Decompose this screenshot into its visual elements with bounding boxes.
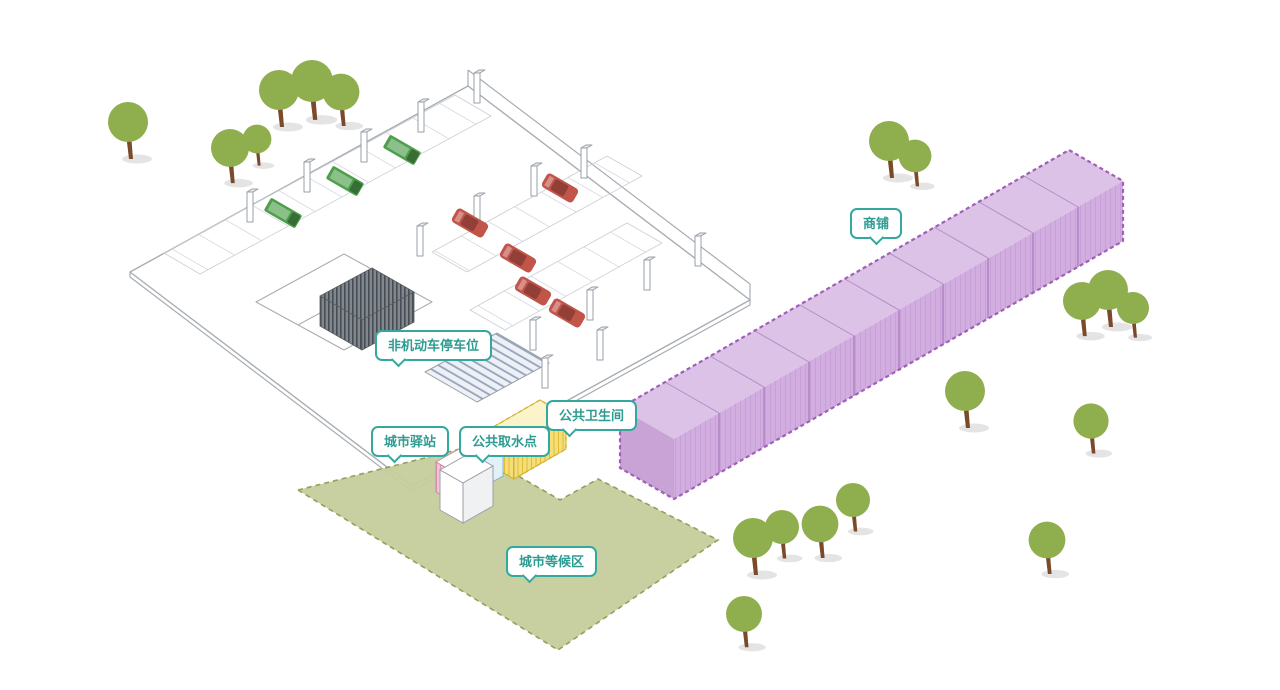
label-public-water-point-text: 公共取水点 — [472, 434, 538, 449]
label-city-station: 城市驿站 — [371, 426, 450, 457]
label-city-waiting-area-text: 城市等候区 — [519, 554, 585, 569]
label-public-toilet-text: 公共卫生间 — [559, 408, 625, 423]
label-city-station-text: 城市驿站 — [384, 434, 437, 449]
shops-unit-dividers — [664, 175, 1079, 414]
label-non-motorized-parking-text: 非机动车停车位 — [388, 338, 480, 353]
shops-outline — [618, 148, 1125, 501]
label-shops: 商铺 — [850, 208, 903, 239]
label-shops-text: 商铺 — [863, 216, 890, 231]
shops-wall-dividers — [718, 207, 1079, 473]
label-public-toilet: 公共卫生间 — [546, 400, 638, 431]
parking-stalls-band — [469, 222, 663, 331]
parking-garage — [129, 69, 751, 492]
label-public-water-point: 公共取水点 — [459, 426, 551, 457]
label-non-motorized-parking: 非机动车停车位 — [375, 330, 493, 361]
parking-stalls-band — [163, 94, 492, 275]
shops-end-wall — [620, 408, 674, 499]
shops-strip — [618, 148, 1125, 501]
label-city-waiting-area: 城市等候区 — [506, 546, 598, 577]
